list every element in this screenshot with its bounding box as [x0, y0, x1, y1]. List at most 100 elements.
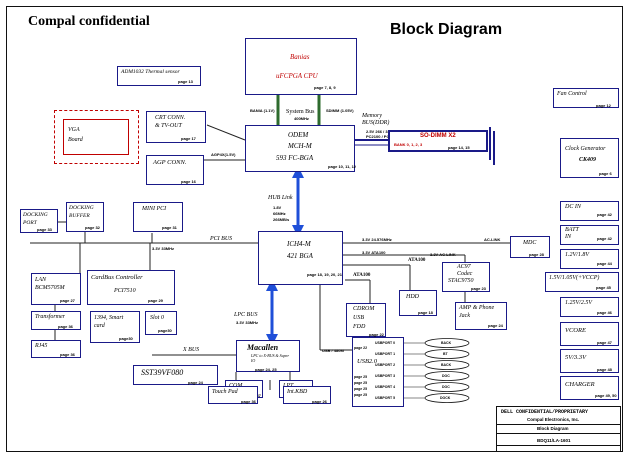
system-bus-left-spec: BANIA (1.1V) [250, 108, 275, 113]
rj45-label: RJ45 [35, 343, 48, 349]
title-block-company: Compal Electronics, Inc. [527, 417, 580, 422]
ac97-label-2: Codec [457, 271, 473, 277]
mch-package: 593 FC-BGA [276, 154, 314, 162]
cardbus-label-2: PCI7510 [114, 288, 136, 294]
usb-port-label-4: USBPORT 4 [375, 385, 396, 389]
clock-generator-block: Clock Generator CK409 page 6 [560, 138, 619, 178]
ac97-page: page 23 [471, 286, 486, 291]
hdd-block: HDD page 18 [399, 290, 437, 316]
usb-label: USB2.0 [357, 358, 378, 365]
usb-port-page-2: page 25 [354, 375, 368, 379]
vcore-block: VCORE page 47 [560, 322, 619, 346]
ich-block: ICH4-M 421 BGA page 18, 19, 20, 21 [258, 231, 343, 285]
usb-port-label-1: USBPORT 1 [375, 352, 396, 356]
charger-block: CHARGER page 49, 50 [560, 376, 619, 400]
v125-25-page: page 46 [597, 310, 612, 315]
agp-label: AGP CONN. [153, 159, 187, 166]
amp-label-2: Jack [459, 313, 470, 319]
mch-block: ODEM MCH-M 593 FC-BGA page 10, 11, 12 [245, 125, 356, 172]
docking-buffer-label-2: BUFFER [69, 213, 90, 219]
vga-board-block: VGA Board [54, 110, 139, 164]
agp-conn-block: AGP CONN. page 16 [146, 155, 204, 185]
cardbus-page: page 29 [148, 298, 163, 303]
batt-in-page: page 42 [597, 236, 612, 241]
ich-package: 421 BGA [287, 252, 313, 260]
usb-dest-2: BACK [441, 363, 452, 367]
clock-generator-label: Clock Generator [565, 146, 606, 152]
batt-in-block: BATT IN page 42 [560, 225, 619, 245]
usb-port-label-5: USBPORT 5 [375, 396, 396, 400]
ac97-bus-label: 3.3V AC-LINK [430, 252, 456, 257]
mdc-bus-label: AC-LINK [484, 237, 501, 242]
docking-buffer-block: DOCKING BUFFER page 32 [66, 202, 104, 232]
xbus-label: X BUS [183, 347, 200, 353]
docking-buffer-page: page 32 [85, 225, 100, 230]
lan-label-2: BCM5705M [35, 285, 65, 291]
crt-page: page 17 [181, 136, 196, 141]
hub-link-spec-3: 266MB/s [273, 217, 290, 222]
charger-page: page 49, 50 [595, 393, 617, 398]
title-block: DELL CONFIDENTIAL/PROPRIETARY Compal Ele… [496, 406, 621, 452]
ac97-label-1: AC97 [457, 264, 471, 270]
crt-label-1: CRT CONN. [155, 115, 186, 121]
ich-ata-rate: 3.3V ATA100 [362, 250, 386, 255]
system-bus-label: System Bus [286, 109, 315, 115]
ieee1394-label-1: 1394, Smart [94, 315, 124, 321]
v5-33-block: 5V/3.3V page 48 [560, 349, 619, 373]
docking-port-page: page 33 [37, 227, 52, 232]
ata100-label-a: ATA100 [353, 273, 371, 278]
cdrom-label-3: FDD [353, 324, 366, 330]
docking-port-label-2: PORT [23, 220, 37, 226]
vcore-page: page 47 [597, 340, 612, 345]
cdrom-label-2: USB [353, 315, 364, 321]
usb-port-label-0: USBPORT 0 [375, 341, 396, 345]
macallen-sub: LPC to X-BUS & Super IO [251, 353, 289, 363]
vga-label-2: Board [68, 137, 83, 143]
memory-spec-2: PC2100 / PC2700 [366, 134, 399, 139]
sodimm-bank: BANK 0, 1, 2, 3 [394, 142, 423, 147]
clock-generator-sub: CK409 [579, 157, 597, 163]
cpu-block: Banias uFCPGA CPU page 7, 8, 9 [245, 38, 357, 95]
v12-18-block: 1.2V/1.8V page 44 [560, 249, 619, 269]
usb-port-page-3: page 25 [354, 381, 368, 385]
pci-bus-spec: 3.3V 33MHz [152, 246, 175, 251]
sst-page: page 24 [188, 380, 203, 385]
memory-spec-1: 2.5V 266 / 333MHz [366, 129, 401, 134]
lan-label-1: LAN [35, 277, 47, 283]
docking-buffer-label-1: DOCKING [69, 205, 94, 211]
crt-label-2: & TV-OUT [155, 123, 182, 129]
mch-name: ODEM [288, 131, 309, 139]
docking-port-label-1: DOCKING [23, 212, 48, 218]
lan-block: LAN BCM5705M page 27 [31, 273, 81, 305]
pci-bus-label: PCI BUS [210, 236, 233, 242]
cdrom-block: CDROM USB FDD page 22 [346, 303, 386, 337]
title-block-doc: BDQ11/LA-1601 [537, 438, 571, 443]
mch-sub: MCH-M [288, 142, 312, 150]
transformer-block: Transformer page 36 [31, 311, 81, 330]
lpc-bus-spec: 3.3V 33MHz [236, 320, 259, 325]
system-bus-freq: 400MHz [294, 116, 309, 121]
rj45-block: RJ45 page 36 [31, 340, 81, 358]
mdc-page: page 28 [529, 252, 544, 257]
thermal-page: page 13 [178, 79, 193, 84]
mdc-block: MDC page 28 [510, 236, 550, 258]
system-bus-right-spec: SDIMM (1.05V) [326, 108, 354, 113]
dc-in-label: DC IN [565, 204, 581, 210]
v15-105-label: 1.5V/1.05V(+VCCP) [549, 275, 600, 281]
thermal-sensor-block: ADM1032 Thermal sensor page 13 [117, 66, 201, 86]
dc-in-block: DC IN page 42 [560, 201, 619, 221]
agp-bus-label: AGP4X(1.5V) [211, 152, 236, 157]
fan-control-label: Fan Control [557, 91, 587, 97]
vga-label-1: VGA [68, 127, 80, 133]
title-block-title: Block Diagram [537, 426, 569, 431]
usb-dest-1: BT [443, 352, 448, 356]
usb-block: USB2.0 [352, 337, 404, 407]
usb-bus-label: USB / 480M [322, 348, 344, 353]
slot0-page: page30 [158, 328, 172, 333]
v12-18-page: page 44 [597, 261, 612, 266]
transformer-page: page 36 [58, 324, 73, 329]
sodimm-block: SO-DIMM X2 BANK 0, 1, 2, 3 page 14, 15 [388, 130, 488, 152]
v125-25-block: 1.25V/2.5V page 46 [560, 297, 619, 317]
slot0-label: Slot 0 [150, 315, 164, 321]
thermal-label: ADM1032 Thermal sensor [121, 69, 180, 75]
